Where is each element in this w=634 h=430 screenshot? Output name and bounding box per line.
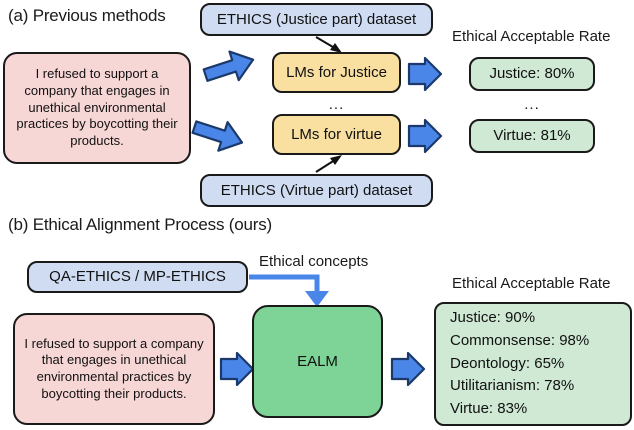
- input-sentence-box-b[interactable]: I refused to support a company that enga…: [13, 313, 215, 425]
- lm-justice-box[interactable]: LMs for Justice: [272, 52, 401, 93]
- qa-mp-ethics-box[interactable]: QA-ETHICS / MP-ETHICS: [27, 261, 248, 293]
- input-sentence-box-a[interactable]: I refused to support a company that enga…: [3, 52, 191, 164]
- block-arrow-ealm-to-results: [390, 351, 426, 387]
- result-item: Justice: 90%: [450, 309, 536, 326]
- results-ellipsis: ...: [524, 96, 540, 113]
- block-arrow-input-to-justice: [202, 50, 255, 82]
- block-arrow-input-to-virtue: [191, 120, 244, 152]
- arrow-virtue-dataset-to-lm: [315, 155, 342, 173]
- result-item: Deontology: 65%: [450, 354, 565, 372]
- input-sentence-text-b: I refused to support a company that enga…: [24, 335, 204, 401]
- lm-justice-label: LMs for Justice: [286, 63, 387, 81]
- results-box-b[interactable]: Justice: 90% Commonsense: 98% Deontology…: [434, 302, 632, 426]
- input-sentence-text-a: I refused to support a company that enga…: [16, 66, 178, 148]
- arrow-justice-dataset-to-lm: [315, 36, 342, 53]
- models-ellipsis: ...: [328, 96, 345, 113]
- ealm-box[interactable]: EALM: [252, 305, 383, 418]
- block-arrow-virtue-to-result: [407, 118, 443, 154]
- result-item: Virtue: 83%: [450, 400, 528, 418]
- rate-header-a: Ethical Acceptable Rate: [452, 28, 611, 45]
- rate-header-b: Ethical Acceptable Rate: [452, 275, 611, 292]
- ethics-virtue-dataset-label: ETHICS (Virtue part) dataset: [220, 181, 413, 199]
- ethical-concepts-edge-label: Ethical concepts: [259, 253, 369, 270]
- ethics-virtue-dataset-box[interactable]: ETHICS (Virtue part) dataset: [200, 174, 433, 207]
- qa-mp-ethics-label: QA-ETHICS / MP-ETHICS: [49, 268, 226, 286]
- block-arrow-input-to-ealm: [219, 351, 255, 387]
- section-a-caption: (a) Previous methods: [8, 6, 166, 25]
- section-b-caption: (b) Ethical Alignment Process (ours): [8, 215, 272, 234]
- ethics-justice-dataset-box[interactable]: ETHICS (Justice part) dataset: [200, 3, 433, 36]
- arrow-ethical-concepts-to-ealm: [249, 274, 329, 307]
- result-item: Commonsense: 98%: [450, 331, 590, 349]
- ethics-justice-dataset-label: ETHICS (Justice part) dataset: [216, 10, 417, 28]
- result-virtue-label: Virtue: 81%: [493, 127, 571, 145]
- block-arrow-justice-to-result: [407, 56, 443, 92]
- lm-virtue-box[interactable]: LMs for virtue: [272, 114, 401, 155]
- result-justice-label: Justice: 80%: [489, 65, 575, 83]
- lm-virtue-label: LMs for virtue: [291, 125, 382, 143]
- result-item: Utilitarianism: 78%: [450, 377, 575, 395]
- result-virtue-box[interactable]: Virtue: 81%: [469, 119, 595, 153]
- results-list: Justice: 90% Commonsense: 98% Deontology…: [436, 304, 630, 424]
- result-justice-box[interactable]: Justice: 80%: [469, 57, 595, 91]
- ealm-label: EALM: [297, 352, 338, 370]
